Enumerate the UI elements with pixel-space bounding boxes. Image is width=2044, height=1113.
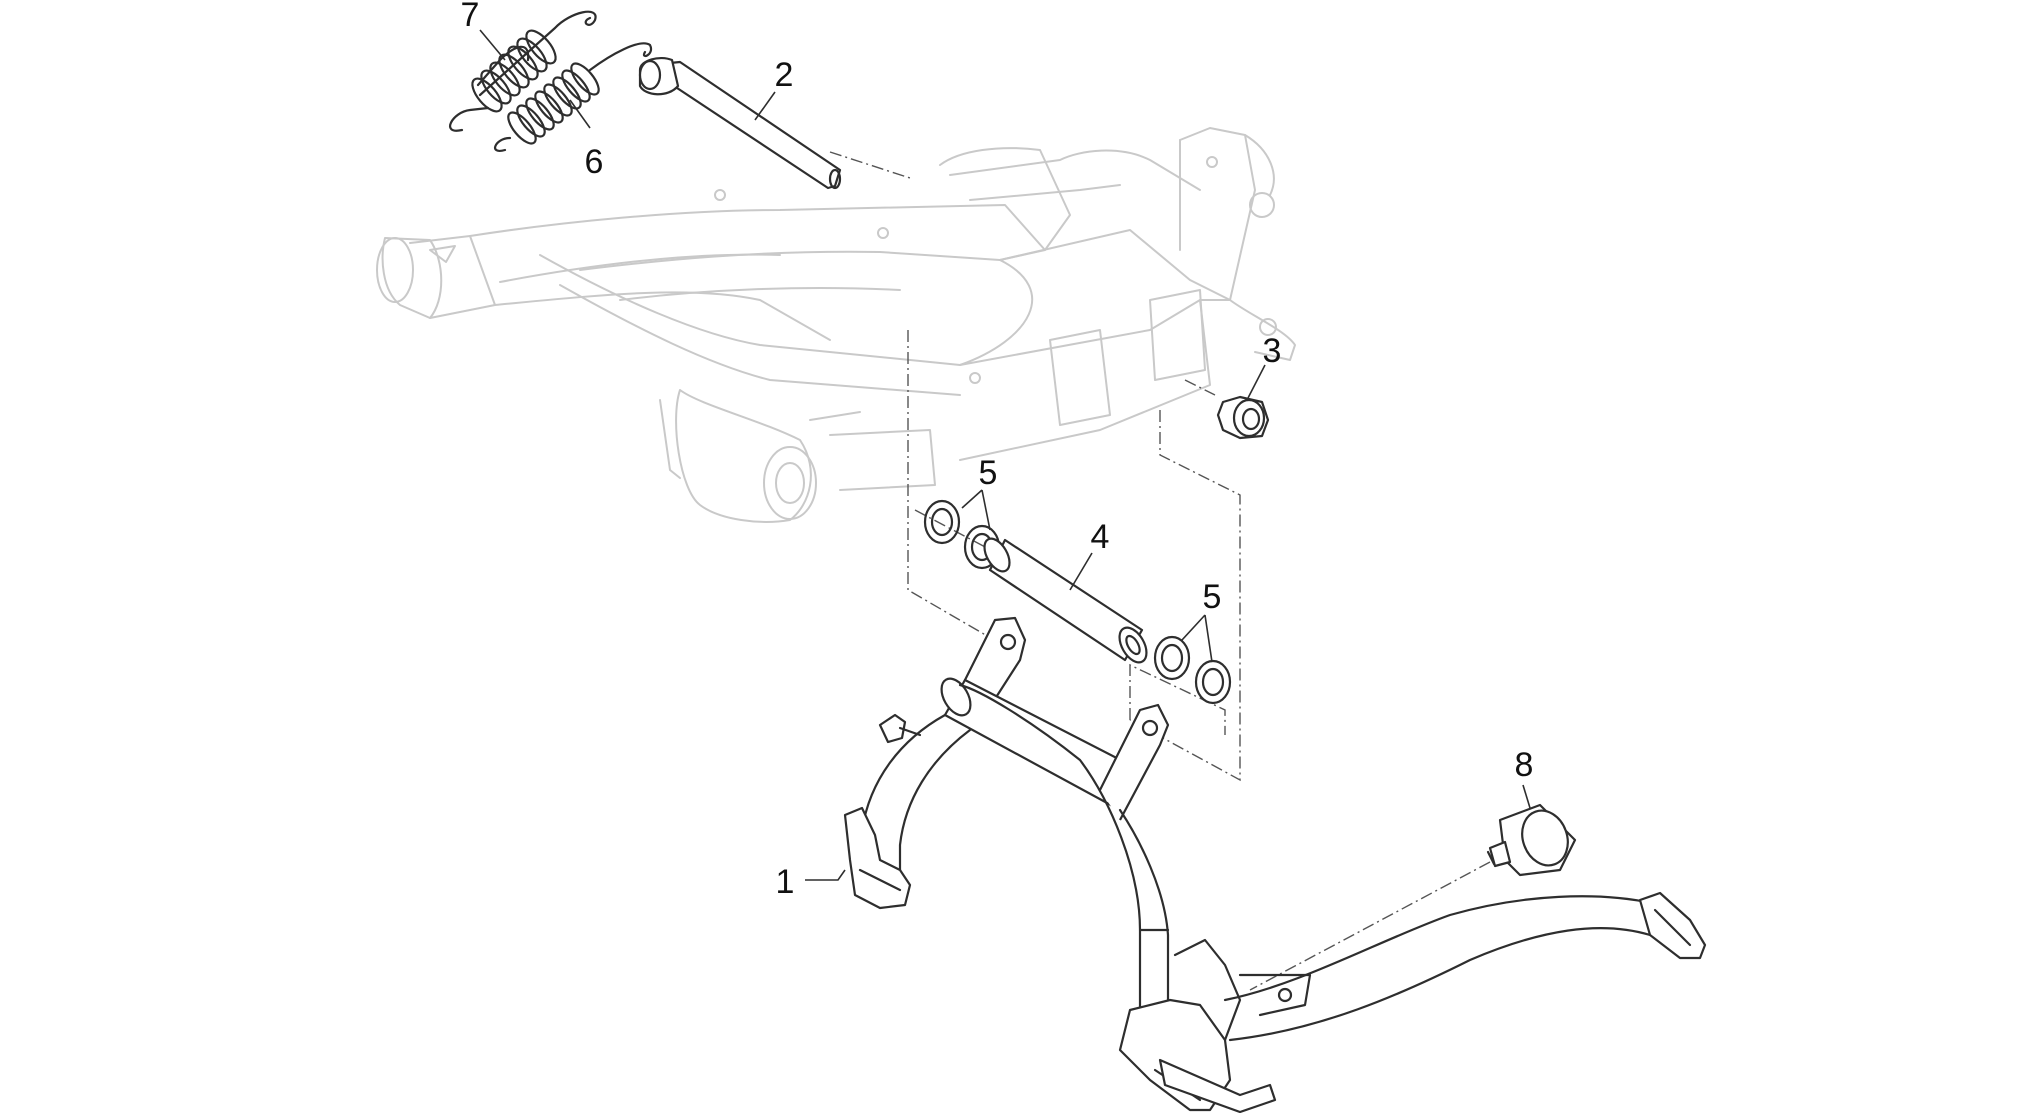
callout-1: 1 bbox=[776, 863, 795, 901]
callout-5-right: 5 bbox=[1203, 578, 1222, 616]
callout-6: 6 bbox=[585, 143, 604, 181]
swingarm-frame-ghost bbox=[376, 127, 1296, 523]
bumper-part-8 bbox=[1486, 803, 1577, 877]
callout-8: 8 bbox=[1515, 746, 1534, 784]
bolt-part-2 bbox=[638, 56, 842, 190]
callout-2: 2 bbox=[775, 56, 794, 94]
callout-3: 3 bbox=[1263, 332, 1282, 370]
callout-4: 4 bbox=[1091, 518, 1110, 556]
nut-part-3 bbox=[1216, 395, 1270, 440]
tube-part-4 bbox=[983, 537, 1148, 664]
callout-labels: 7 6 2 3 5 4 5 1 8 bbox=[461, 0, 1534, 901]
assembly-lines bbox=[829, 151, 1491, 991]
callout-7: 7 bbox=[461, 0, 480, 34]
leader-lines bbox=[479, 29, 1531, 881]
callout-5-left: 5 bbox=[979, 454, 998, 492]
center-stand-part-1 bbox=[843, 616, 1707, 1113]
spring-part-6 bbox=[494, 42, 653, 153]
washers-part-5-right bbox=[1153, 635, 1232, 705]
